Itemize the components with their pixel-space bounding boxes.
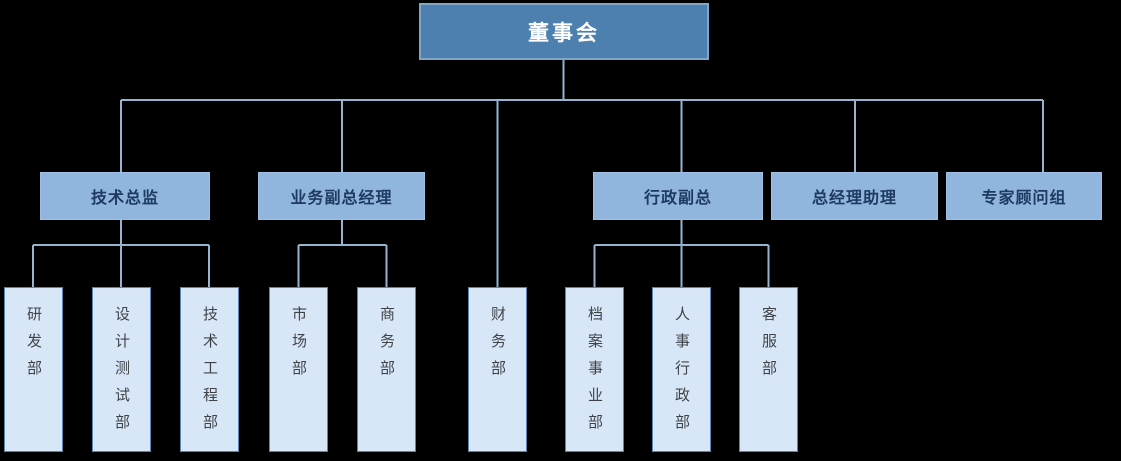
org-node-commerce-dept-label: 商务部 <box>378 306 395 387</box>
org-node-board[interactable]: 董事会 <box>419 3 709 60</box>
org-node-business-deputy-gm-label: 业务副总经理 <box>290 190 393 207</box>
org-node-commerce-dept[interactable]: 商务部 <box>357 287 416 452</box>
org-node-customer-service-dept[interactable]: 客服部 <box>739 287 798 452</box>
org-node-expert-advisory-group-label: 专家顾问组 <box>981 190 1067 207</box>
org-node-tech-engineering-dept-label: 技术工程部 <box>201 306 218 441</box>
org-node-expert-advisory-group[interactable]: 专家顾问组 <box>946 172 1102 220</box>
org-node-finance-dept[interactable]: 财务部 <box>468 287 527 452</box>
org-node-rd-dept[interactable]: 研发部 <box>4 287 63 452</box>
org-node-business-deputy-gm[interactable]: 业务副总经理 <box>258 172 425 220</box>
org-node-admin-deputy-gm[interactable]: 行政副总 <box>593 172 763 220</box>
org-node-marketing-dept-label: 市场部 <box>290 306 307 387</box>
connector-tech-subtree <box>32 220 210 287</box>
org-node-marketing-dept[interactable]: 市场部 <box>269 287 328 452</box>
org-node-hr-admin-dept-label: 人事行政部 <box>673 306 690 441</box>
org-node-archives-dept-label: 档案事业部 <box>586 306 603 441</box>
org-node-admin-deputy-gm-label: 行政副总 <box>643 190 712 207</box>
org-node-hr-admin-dept[interactable]: 人事行政部 <box>652 287 711 452</box>
org-node-tech-engineering-dept[interactable]: 技术工程部 <box>180 287 239 452</box>
org-node-design-testing-dept-label: 设计测试部 <box>113 306 130 441</box>
org-node-customer-service-dept-label: 客服部 <box>760 306 777 387</box>
org-node-rd-dept-label: 研发部 <box>25 306 42 387</box>
org-node-archives-dept[interactable]: 档案事业部 <box>565 287 624 452</box>
org-node-gm-assistant[interactable]: 总经理助理 <box>771 172 938 220</box>
connector-business-subtree <box>297 220 388 287</box>
connector-admin-subtree <box>593 220 770 287</box>
org-node-board-label: 董事会 <box>528 21 600 45</box>
org-node-design-testing-dept[interactable]: 设计测试部 <box>92 287 151 452</box>
org-node-gm-assistant-label: 总经理助理 <box>811 190 897 207</box>
org-node-tech-director[interactable]: 技术总监 <box>40 172 210 220</box>
org-node-tech-director-label: 技术总监 <box>90 190 159 207</box>
connector-manager-drops <box>120 100 1044 172</box>
org-node-finance-dept-label: 财务部 <box>489 306 506 387</box>
